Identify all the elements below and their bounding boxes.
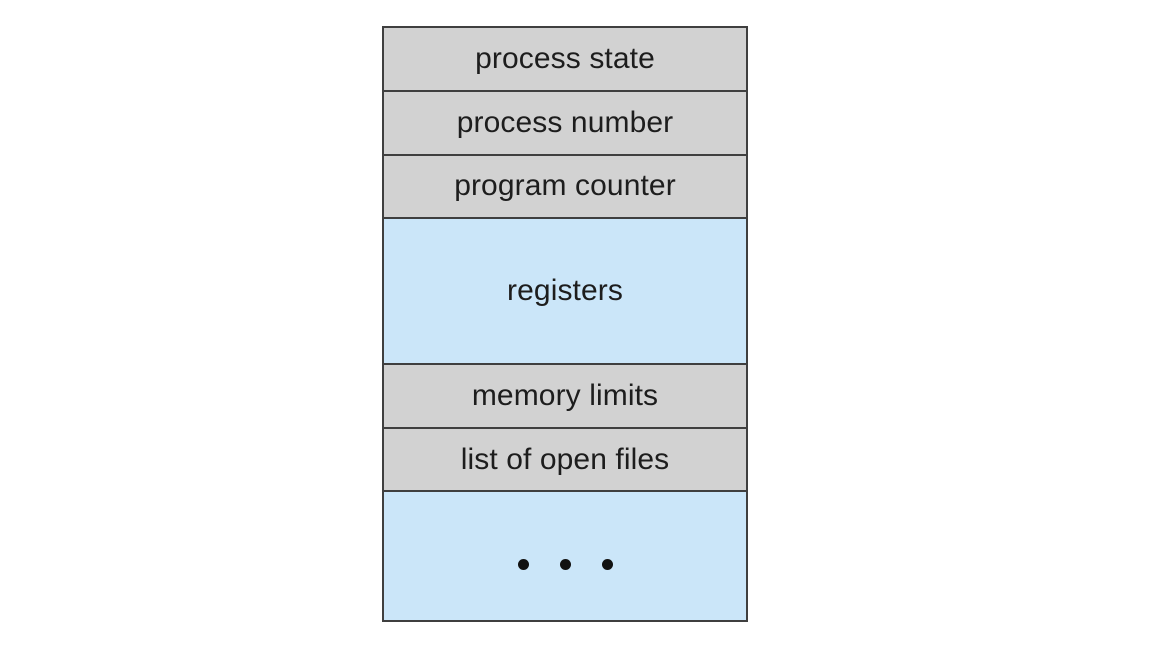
pcb-field-list-of-open-files: list of open files bbox=[384, 429, 746, 493]
ellipsis-dot-icon bbox=[601, 558, 613, 570]
pcb-field-process-number: process number bbox=[384, 91, 746, 156]
pcb-field-label: registers bbox=[507, 274, 623, 308]
process-control-block-diagram: process state process number program cou… bbox=[382, 26, 748, 622]
ellipsis-dot-icon bbox=[517, 558, 529, 570]
ellipsis-dots-icon bbox=[517, 558, 613, 570]
pcb-field-label: process number bbox=[456, 105, 674, 139]
pcb-field-label: memory limits bbox=[471, 379, 659, 413]
pcb-field-process-state: process state bbox=[384, 28, 746, 92]
pcb-field-continuation bbox=[384, 492, 746, 620]
pcb-field-label: process state bbox=[475, 41, 655, 75]
pcb-field-label: list of open files bbox=[460, 442, 670, 476]
pcb-field-registers: registers bbox=[384, 218, 746, 366]
ellipsis-dot-icon bbox=[559, 558, 571, 570]
pcb-field-memory-limits: memory limits bbox=[384, 365, 746, 430]
pcb-field-label: program counter bbox=[454, 169, 676, 203]
pcb-field-program-counter: program counter bbox=[384, 155, 746, 219]
